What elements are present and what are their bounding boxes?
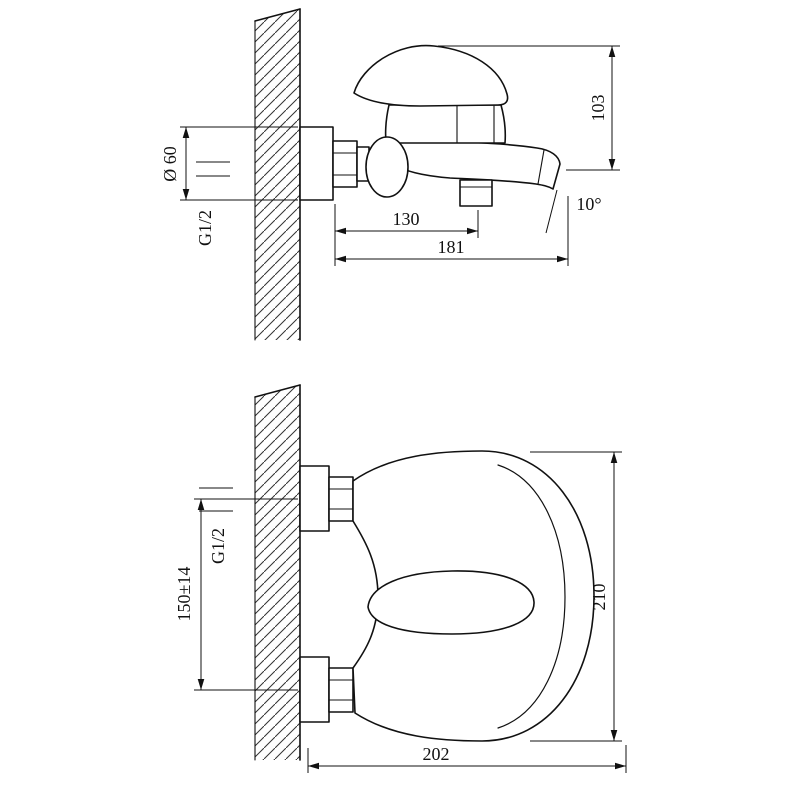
escutcheon-side: [299, 126, 334, 201]
label-wall-to-diverter: 130: [393, 209, 420, 229]
front-view: [254, 384, 595, 761]
label-inlet-thread-front: G1/2: [208, 528, 228, 564]
wall-section-side: [254, 8, 301, 341]
inlet-nut-top: [328, 476, 354, 522]
dim-inlet-thread-front: [199, 487, 233, 512]
dim-overall-height: [530, 451, 622, 742]
body-dome: [384, 104, 507, 144]
escutcheon-top: [299, 465, 330, 532]
front-view-labels: G1/2 150±14 210 202: [174, 528, 609, 764]
label-inlet-spacing: 150±14: [174, 567, 194, 622]
dim-overall-width: [307, 745, 627, 773]
side-view: [254, 8, 561, 341]
label-overall-height: 210: [589, 584, 609, 611]
dim-inlet-spacing: [194, 498, 298, 691]
dim-escutcheon-diameter: [180, 126, 298, 201]
dim-inlet-thread-side: [196, 161, 230, 177]
dim-height: [438, 45, 620, 171]
lever-handle-front: [367, 570, 535, 635]
label-inlet-thread-side: G1/2: [195, 210, 215, 246]
front-view-dimensions: [194, 451, 627, 773]
label-spout-angle: 10°: [576, 194, 601, 214]
escutcheon-bottom: [299, 656, 330, 723]
inlet-nut-side: [332, 140, 358, 188]
shower-outlet: [459, 179, 493, 207]
side-view-dimensions: [180, 45, 620, 266]
spout-front-contour: [497, 464, 566, 729]
spout-aerator-line: [537, 149, 545, 185]
label-overall-width: 202: [423, 744, 450, 764]
label-height: 103: [588, 95, 608, 122]
spout: [385, 141, 561, 190]
inlet-end-cap: [365, 136, 409, 198]
wall-section-front: [254, 384, 301, 761]
lever-handle-side: [353, 44, 509, 107]
side-view-labels: Ø 60 G1/2 103 130 181 10°: [160, 95, 608, 258]
dim-wall-to-spout-tip: [335, 196, 569, 266]
inlet-nut-bottom: [328, 667, 354, 713]
label-escutcheon-diameter: Ø 60: [160, 146, 180, 182]
label-wall-to-spout-tip: 181: [438, 237, 465, 257]
dim-wall-to-diverter: [334, 204, 479, 266]
spout-angle-line: [545, 189, 558, 234]
